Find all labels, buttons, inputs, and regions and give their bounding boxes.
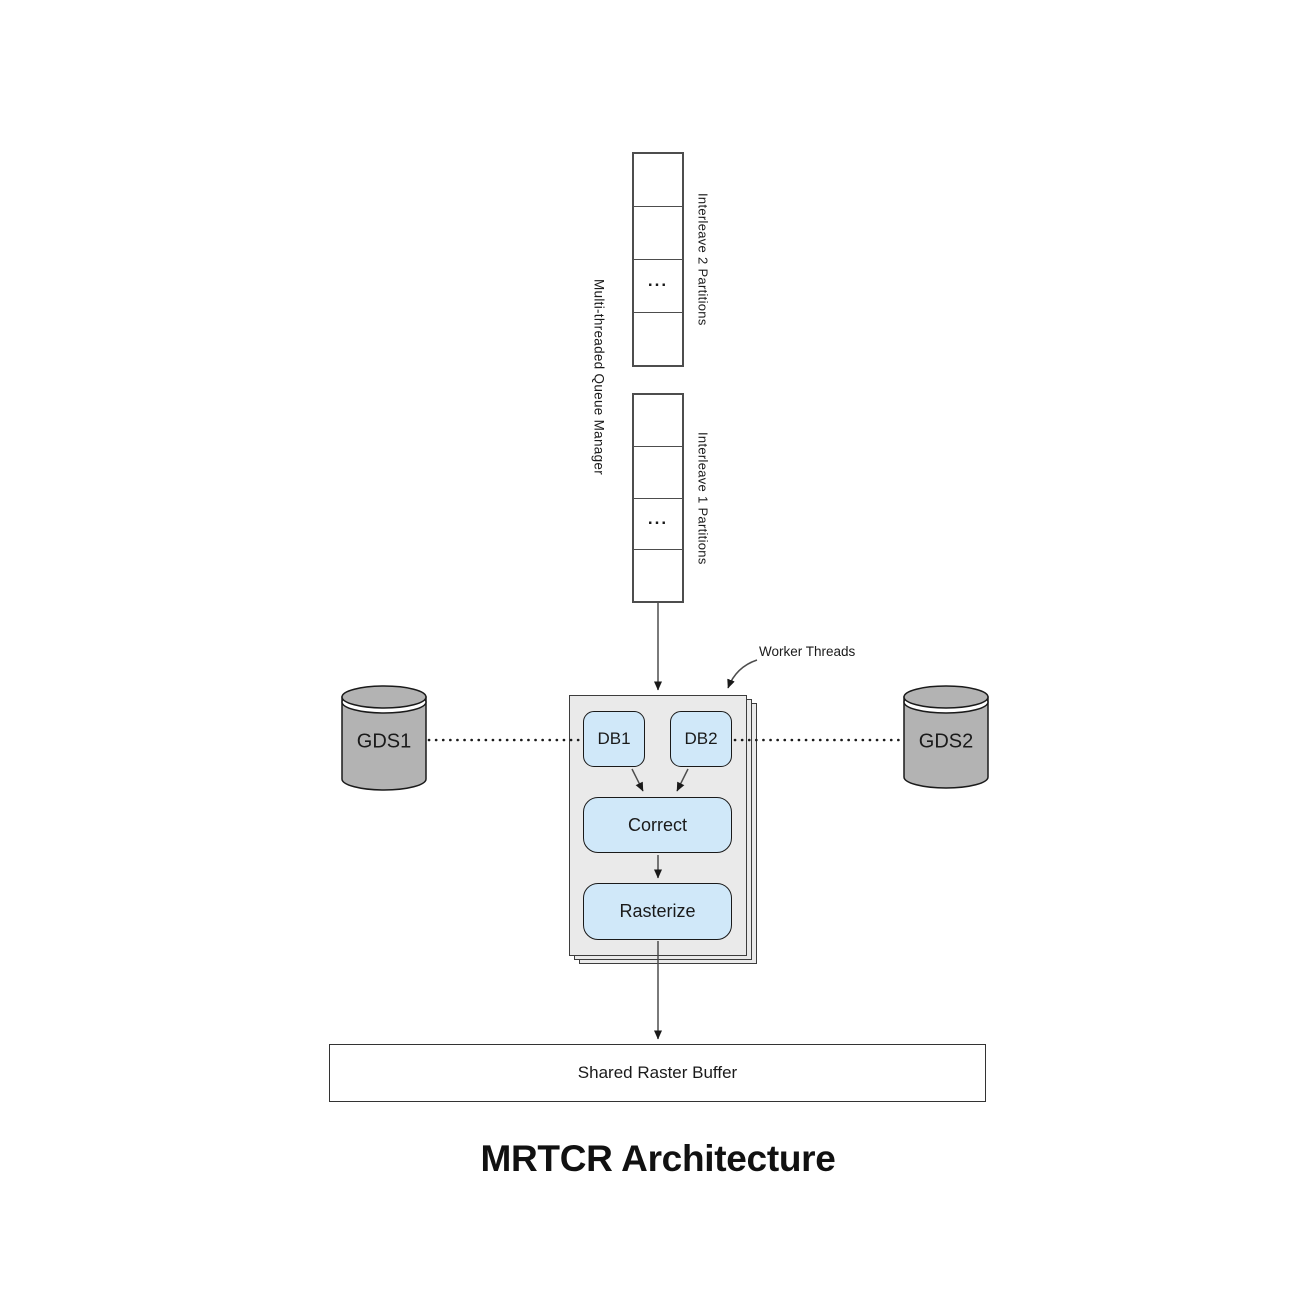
queue-cell bbox=[634, 312, 682, 365]
node-correct: Correct bbox=[583, 797, 732, 853]
shared-raster-buffer-label: Shared Raster Buffer bbox=[577, 1063, 738, 1082]
queue-interleave-2-label: Interleave 2 Partitions bbox=[695, 193, 711, 326]
ellipsis-text: ... bbox=[647, 508, 669, 528]
queue-interleave-1-label: Interleave 1 Partitions bbox=[695, 431, 711, 565]
queue-cell-ellipsis: ... bbox=[634, 259, 682, 312]
ellipsis-text: ... bbox=[647, 271, 669, 290]
shared-raster-buffer: Shared Raster Buffer bbox=[329, 1044, 986, 1102]
queue-cell bbox=[634, 154, 682, 206]
queue-cell bbox=[634, 206, 682, 259]
arrow-worker-threads-callout bbox=[727, 659, 758, 689]
queue-cell bbox=[634, 395, 682, 446]
worker-threads-label: Worker Threads bbox=[759, 644, 856, 659]
queue-cell-ellipsis: ... bbox=[634, 497, 682, 550]
queue-manager-label: Multi-threaded Queue Manager bbox=[591, 279, 607, 476]
queue-cell bbox=[634, 445, 682, 498]
node-db2: DB2 bbox=[670, 711, 732, 767]
queue-interleave-2: ... bbox=[632, 152, 684, 367]
node-db1: DB1 bbox=[583, 711, 645, 767]
diagram-title: MRTCR Architecture bbox=[480, 1138, 836, 1179]
gds2-label: GDS2 bbox=[918, 730, 974, 753]
queue-interleave-1: ... bbox=[632, 393, 684, 603]
gds1-label: GDS1 bbox=[356, 730, 412, 753]
node-rasterize: Rasterize bbox=[583, 883, 732, 940]
queue-cell bbox=[634, 549, 682, 601]
